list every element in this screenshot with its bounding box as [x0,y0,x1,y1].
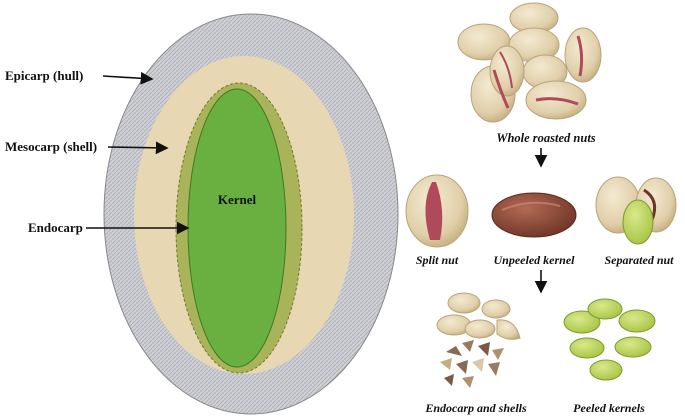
split-nut-caption: Split nut [416,253,459,267]
separated-nut-photo [595,176,677,245]
layer-diagram: Kernel Epicarp (hull) Mesocarp (shell) E… [5,13,399,415]
split-nut-photo [405,174,469,248]
endocarp-label: Endocarp [28,220,83,235]
unpeeled-kernel-photo [491,192,577,238]
kernel-label: Kernel [218,192,257,207]
processing-flow: Whole roasted nuts Split nut Unpeeled ke… [405,2,677,415]
kernel-layer [187,88,287,368]
unpeeled-kernel-caption: Unpeeled kernel [494,253,576,267]
endocarp-shells-caption: Endocarp and shells [424,401,527,415]
epicarp-arrow [102,71,154,85]
endocarp-shells-photo [436,292,521,388]
separated-nut-caption: Separated nut [604,253,674,267]
mesocarp-arrow [107,141,169,155]
peeled-kernels-caption: Peeled kernels [573,401,645,415]
whole-nuts-photo [457,2,602,123]
whole-nuts-caption: Whole roasted nuts [496,131,595,145]
mesocarp-label: Mesocarp (shell) [5,139,97,154]
epicarp-label: Epicarp (hull) [5,68,83,83]
peeled-kernels-photo [563,298,656,381]
